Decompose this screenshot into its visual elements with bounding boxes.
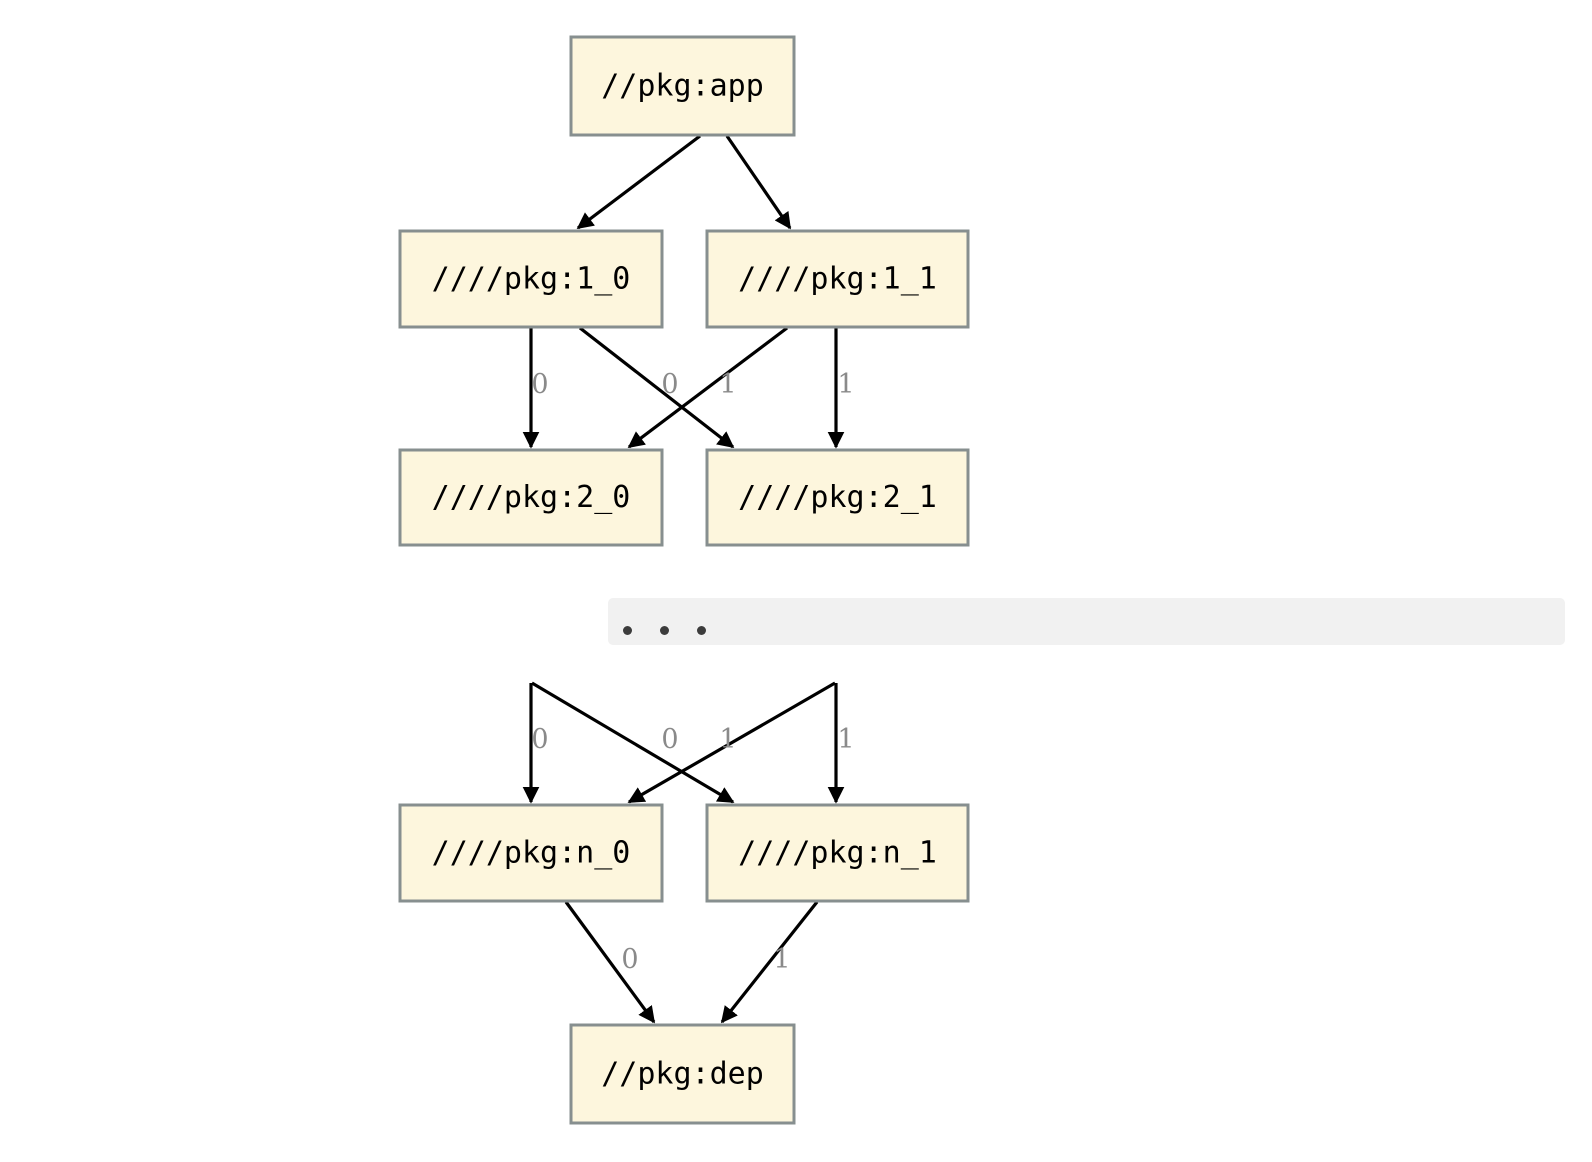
node-box[interactable] (705, 803, 970, 903)
graph-edge (579, 326, 735, 449)
graph-edge (627, 326, 788, 449)
graph-node-n2_1[interactable]: ////pkg:2_1 (705, 448, 970, 547)
node-label: //pkg:app (601, 69, 764, 104)
truncated-rows-band (608, 598, 1565, 645)
ellipsis-dot (623, 626, 632, 635)
edge-label: 0 (531, 724, 548, 755)
node-box[interactable] (705, 229, 970, 329)
node-label: ////pkg:1_0 (432, 262, 631, 297)
node-label: ////pkg:1_1 (738, 262, 937, 297)
ellipsis-dot (697, 626, 706, 635)
graph-edge (564, 901, 656, 1024)
node-label: ////pkg:n_1 (738, 836, 937, 871)
edge-label: 1 (719, 724, 736, 755)
node-box[interactable] (398, 229, 664, 329)
graph-node-n1_0[interactable]: ////pkg:1_0 (398, 229, 664, 329)
edge-label: 1 (837, 724, 854, 755)
graph-node-app[interactable]: //pkg:app (569, 35, 796, 137)
edge-label: 1 (773, 944, 790, 975)
graph-node-nn_0[interactable]: ////pkg:n_0 (398, 803, 664, 903)
node-box[interactable] (398, 803, 664, 903)
edge-label: 0 (661, 724, 678, 755)
graph-edge (725, 135, 792, 230)
node-label: ////pkg:n_0 (432, 836, 631, 871)
graph-edge (720, 901, 819, 1024)
graph-node-nn_1[interactable]: ////pkg:n_1 (705, 803, 970, 903)
node-label: ////pkg:2_1 (738, 480, 937, 515)
edges-layer (522, 134, 845, 1024)
graph-node-n2_0[interactable]: ////pkg:2_0 (398, 448, 664, 547)
edge-label: 1 (837, 369, 854, 400)
node-box[interactable] (398, 448, 664, 547)
edge-label: 0 (661, 369, 678, 400)
node-box[interactable] (569, 1023, 796, 1125)
graph-edge (531, 681, 735, 804)
ellipsis-dot (660, 626, 669, 635)
node-box[interactable] (569, 35, 796, 137)
node-label: ////pkg:2_0 (432, 480, 631, 515)
node-label: //pkg:dep (601, 1057, 764, 1092)
node-box[interactable] (705, 448, 970, 547)
edge-label: 0 (531, 369, 548, 400)
edge-label: 1 (719, 369, 736, 400)
graph-node-dep[interactable]: //pkg:dep (569, 1023, 796, 1125)
graph-node-n1_1[interactable]: ////pkg:1_1 (705, 229, 970, 329)
edge-label: 0 (621, 944, 638, 975)
edge-labels-layer: 0 0 1 1 0 0 1 1 0 1 (531, 369, 854, 975)
graph-edge (627, 681, 836, 804)
nodes-layer: //pkg:app ////pkg:1_0 ////pkg:1_1 ////pkg:2… (398, 35, 970, 1125)
graph-edge (576, 134, 701, 230)
